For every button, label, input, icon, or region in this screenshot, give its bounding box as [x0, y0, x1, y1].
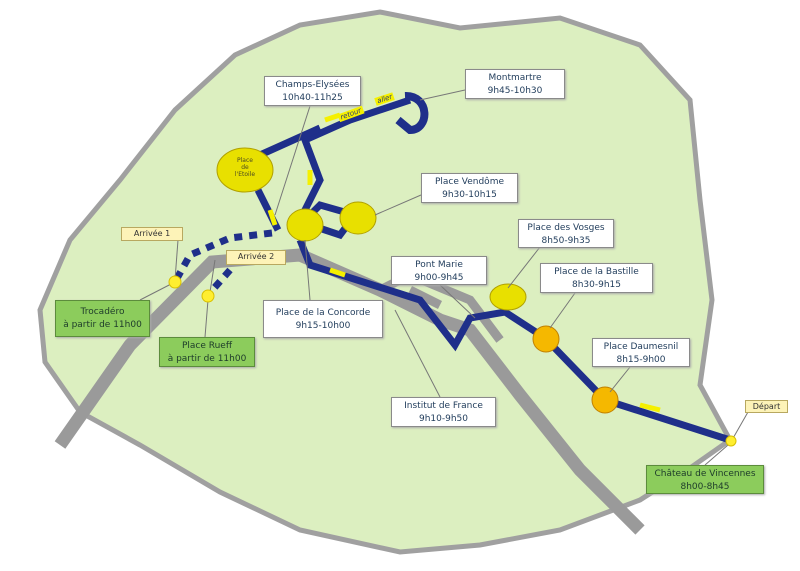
stop-name: Château de Vincennes: [654, 469, 756, 479]
stop-vosges[interactable]: [489, 283, 527, 311]
stop-name: Place Vendôme: [434, 177, 504, 187]
stop-time: 9h15-10h00: [295, 321, 351, 331]
stop-name: Place de la Bastille: [554, 267, 639, 277]
stop-name: Place Daumesnil: [603, 342, 679, 352]
label-daumesnil: Place Daumesnil 8h15-9h00: [592, 338, 690, 367]
stop-concorde[interactable]: [286, 208, 324, 242]
stop-time: 8h30-9h15: [571, 280, 621, 290]
stop-name: Institut de France: [404, 401, 483, 411]
stop-time: 9h10-9h50: [418, 414, 468, 424]
stop-time: 10h40-11h25: [282, 93, 343, 103]
flag-arrivee-1: Arrivée 1: [121, 227, 183, 241]
etoile-line: de: [241, 164, 249, 171]
stop-daumesnil[interactable]: [591, 386, 619, 414]
label-vosges: Place des Vosges 8h50-9h35: [518, 219, 614, 248]
etoile-line: l'Etoile: [234, 171, 256, 178]
stop-time: 8h50-9h35: [541, 236, 591, 246]
label-institut: Institut de France 9h10-9h50: [391, 397, 496, 427]
stop-name: Place de la Concorde: [275, 308, 371, 318]
direction-arrows: [267, 112, 661, 413]
stop-time: à partir de 11h00: [167, 354, 247, 364]
finish-markers: [168, 275, 737, 447]
label-vendome: Place Vendôme 9h30-10h15: [421, 173, 518, 203]
label-trocadero: Trocadéro à partir de 11h00: [55, 300, 150, 337]
stop-vendome[interactable]: [339, 201, 377, 235]
route-dashed-finish: [171, 229, 273, 298]
seine-river: [54, 248, 645, 535]
label-etoile: Place de l'Etoile: [225, 157, 265, 178]
stop-bastille[interactable]: [532, 325, 560, 353]
label-vincennes: Château de Vincennes 8h00-8h45: [646, 465, 764, 494]
flag-arrivee-2: Arrivée 2: [226, 250, 286, 265]
flag-depart: Départ: [745, 400, 788, 413]
stop-time: 8h15-9h00: [616, 355, 666, 365]
label-montmartre: Montmartre 9h45-10h30: [465, 69, 565, 99]
leader-lines: [139, 89, 749, 466]
paris-outline: [37, 9, 734, 555]
stop-time: 9h30-10h15: [442, 190, 497, 200]
stop-time: à partir de 11h00: [63, 320, 142, 330]
label-concorde: Place de la Concorde 9h15-10h00: [263, 300, 383, 338]
stop-time: 9h00-9h45: [414, 273, 464, 283]
stop-name: Montmartre: [488, 73, 542, 83]
label-champs-elysees: Champs-Elysées 10h40-11h25: [264, 76, 361, 106]
montmartre-loop: [395, 92, 429, 135]
label-pont-marie: Pont Marie 9h00-9h45: [391, 256, 487, 285]
stop-name: Champs-Elysées: [275, 80, 350, 90]
label-bastille: Place de la Bastille 8h30-9h15: [540, 263, 653, 293]
stop-name: Place Rueff: [181, 341, 233, 351]
stop-name: Pont Marie: [415, 260, 463, 270]
stop-time: 9h45-10h30: [487, 86, 543, 96]
etoile-line: Place: [237, 157, 253, 164]
stop-name: Place des Vosges: [527, 223, 605, 233]
stop-name: Trocadéro: [80, 307, 125, 317]
route-line: [296, 238, 732, 444]
label-place-rueff: Place Rueff à partir de 11h00: [159, 337, 255, 367]
stop-time: 8h00-8h45: [680, 482, 730, 492]
stop-etoile[interactable]: [216, 147, 274, 193]
